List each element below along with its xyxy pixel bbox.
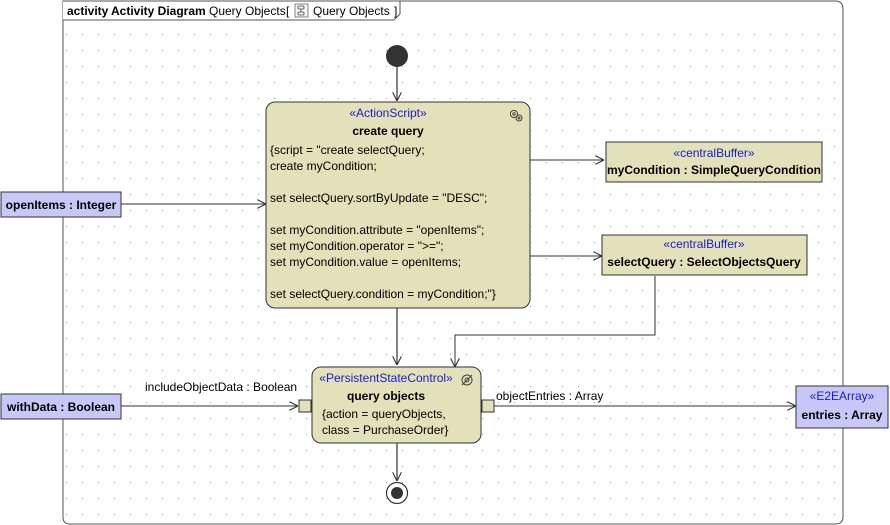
selectquery-buffer[interactable]: «centralBuffer» selectQuery : SelectObje… <box>601 234 808 276</box>
param-withdata-label: withData : Boolean <box>6 400 115 414</box>
create-query-line-2: create myCondition; <box>270 159 377 173</box>
flow-selectquery-to-query[interactable] <box>455 276 656 367</box>
frame-kind: activity <box>67 4 109 18</box>
query-objects-name: query objects <box>347 389 425 403</box>
mycondition-stereotype: «centralBuffer» <box>673 146 754 160</box>
object-flows <box>121 160 796 406</box>
output-pin-objectentries[interactable] <box>481 399 495 413</box>
frame-owner: Query Objects <box>313 4 390 18</box>
create-query-line-1: {script = "create selectQuery; <box>270 143 425 157</box>
initial-node[interactable] <box>386 45 408 67</box>
create-query-line-8: set myCondition.value = openItems; <box>270 255 461 269</box>
create-query-line-6: set myCondition.attribute = "openItems"; <box>270 223 484 237</box>
param-withdata[interactable]: withData : Boolean <box>0 393 122 420</box>
frame-name: Query Objects <box>209 4 286 18</box>
create-query-stereotype: «ActionScript» <box>349 106 427 120</box>
create-query-action[interactable]: «ActionScript» create query {script = "c… <box>265 101 531 309</box>
create-query-name: create query <box>352 124 424 138</box>
query-objects-action[interactable]: «PersistentStateControl» query objects {… <box>311 366 482 444</box>
param-openitems[interactable]: openItems : Integer <box>0 191 122 218</box>
create-query-line-4: set selectQuery.sortByUpdate = "DESC"; <box>270 191 487 205</box>
mycondition-buffer[interactable]: «centralBuffer» myCondition : SimpleQuer… <box>605 141 823 183</box>
param-openitems-label: openItems : Integer <box>6 198 117 212</box>
create-query-line-7: set myCondition.operator = ">="; <box>270 239 444 253</box>
query-objects-stereotype: «PersistentStateControl» <box>319 371 453 385</box>
gears-icon <box>509 109 523 122</box>
query-objects-line-2: class = PurchaseOrder} <box>322 423 448 437</box>
param-entries-label: entries : Array <box>802 408 883 422</box>
activity-diagram-icon <box>294 3 309 18</box>
frame-bracket-open: [ <box>286 4 290 18</box>
frame-bracket-close: ] <box>394 4 397 18</box>
pin-label-includeobjectdata: includeObjectData : Boolean <box>145 380 297 394</box>
mycondition-name: myCondition : SimpleQueryCondition <box>607 163 821 177</box>
activity-final-node[interactable] <box>385 481 409 505</box>
frame-diagram-type: Activity Diagram <box>111 4 206 18</box>
input-pin-includeobjectdata[interactable] <box>298 399 312 413</box>
behavior-icon <box>461 374 473 386</box>
create-query-line-10: set selectQuery.condition = myCondition;… <box>270 287 496 301</box>
selectquery-stereotype: «centralBuffer» <box>663 237 744 251</box>
query-objects-line-1: {action = queryObjects, <box>322 407 446 421</box>
param-entries[interactable]: «E2EArray» entries : Array <box>795 385 889 429</box>
param-entries-stereotype: «E2EArray» <box>810 389 875 403</box>
pin-label-objectentries: objectEntries : Array <box>496 389 603 403</box>
selectquery-name: selectQuery : SelectObjectsQuery <box>607 255 801 269</box>
